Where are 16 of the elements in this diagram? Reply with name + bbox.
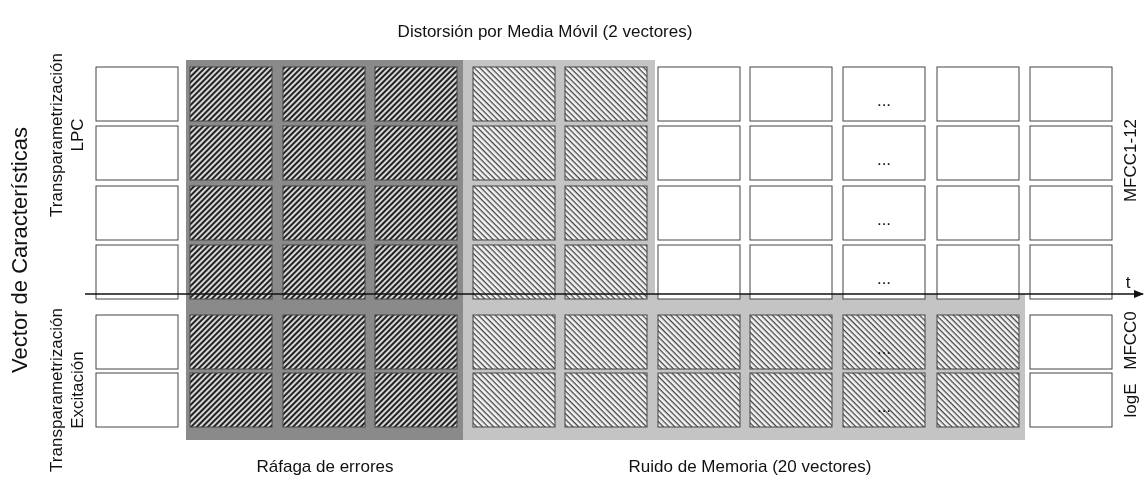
row-label: logE (1119, 382, 1141, 419)
ellipsis-mark: ... (875, 337, 893, 359)
region-label: Ráfaga de errores (255, 455, 395, 477)
ellipsis-mark: ... (875, 89, 893, 111)
ellipsis-mark: ... (875, 395, 893, 417)
row-label: MFCC1-12 (1119, 117, 1141, 204)
ellipsis-mark: ... (875, 148, 893, 170)
row-label: MFCC0 (1119, 309, 1141, 372)
axis-title: Vector de Características (7, 126, 33, 375)
row-group-label: Transparametrización LPC (46, 52, 88, 219)
region-label: Distorsión por Media Móvil (2 vectores) (396, 20, 694, 42)
ellipsis-mark: ... (875, 267, 893, 289)
ellipsis-mark: ... (875, 208, 893, 230)
axis-label: t (1124, 271, 1132, 293)
row-group-label: Transparametrización Excitación (46, 307, 88, 474)
region-label: Ruido de Memoria (20 vectores) (627, 455, 873, 477)
